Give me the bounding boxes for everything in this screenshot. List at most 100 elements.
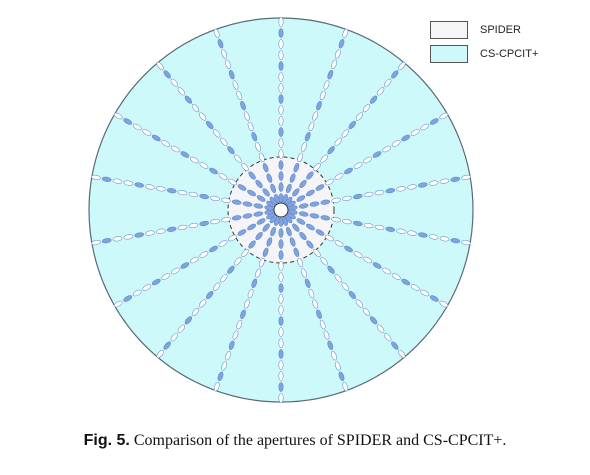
lenslet	[225, 351, 231, 361]
lenslet	[331, 59, 337, 69]
lenslet	[248, 171, 256, 180]
lenslet	[134, 182, 144, 188]
lenslet	[184, 95, 193, 104]
lenslet	[428, 180, 439, 186]
lenslet	[461, 240, 471, 246]
lenslet	[334, 49, 341, 59]
lenslet	[439, 236, 450, 242]
lenslet	[428, 234, 439, 240]
lenslet	[353, 251, 363, 258]
lenslet	[334, 274, 342, 283]
lenslet	[177, 224, 188, 230]
lenslet	[376, 87, 385, 96]
lenslet	[156, 186, 166, 192]
lenslet	[391, 273, 401, 280]
lenslet	[278, 393, 284, 403]
lenslet	[191, 307, 200, 316]
lenslet	[320, 215, 331, 221]
lenslet	[313, 248, 321, 257]
lenslet	[241, 248, 249, 257]
lenslet	[253, 211, 264, 217]
lenslet	[170, 333, 178, 342]
lenslet	[278, 360, 284, 370]
lenslet	[278, 250, 284, 260]
lenslet	[338, 371, 345, 381]
lenslet	[210, 219, 220, 225]
lenslet	[396, 186, 406, 192]
lenslet	[199, 220, 209, 227]
lenslet	[278, 17, 284, 27]
figure-number: Fig. 5.	[83, 432, 130, 449]
lenslet	[384, 333, 392, 342]
lenslet	[396, 228, 406, 234]
lenslet	[369, 95, 378, 104]
lenslet	[262, 188, 270, 197]
lenslet	[177, 87, 186, 96]
lenslet	[384, 78, 392, 87]
lenslet	[355, 112, 364, 121]
lenslet	[293, 163, 300, 173]
lenslet	[323, 80, 330, 90]
lenslet	[331, 197, 341, 203]
lenslet	[177, 324, 186, 333]
lenslet	[227, 265, 235, 274]
lenslet	[278, 61, 284, 71]
lenslet	[315, 184, 325, 191]
lenslet	[91, 240, 101, 246]
lenslet	[278, 338, 284, 348]
lenslet	[232, 80, 239, 90]
lenslet	[166, 226, 177, 232]
lenslet	[132, 289, 142, 297]
lenslet	[256, 218, 266, 225]
lenslet	[242, 201, 253, 207]
lenslet	[334, 240, 344, 247]
lenslet	[313, 163, 321, 172]
lenslet	[450, 176, 461, 182]
lenslet	[299, 231, 307, 241]
lenslet	[312, 299, 319, 309]
lenslet	[256, 195, 266, 202]
lenslet	[385, 188, 396, 194]
lenslet	[306, 240, 314, 249]
lenslet	[363, 191, 374, 198]
lenslet	[156, 228, 166, 234]
lenslet	[278, 294, 284, 304]
lenslet	[170, 78, 178, 87]
lenslet	[112, 236, 123, 242]
lenslet	[362, 307, 371, 316]
lenslet	[292, 223, 300, 232]
lenslet	[156, 61, 164, 71]
lenslet	[217, 39, 224, 49]
lenslet	[262, 163, 269, 173]
lenslet	[278, 50, 284, 60]
lenslet	[363, 222, 374, 229]
lenslet	[278, 327, 284, 337]
lenslet	[278, 83, 284, 93]
lenslet	[278, 138, 284, 148]
lenslet	[266, 173, 273, 183]
lenslet	[316, 309, 322, 319]
lenslet	[218, 240, 228, 247]
lenslet	[341, 129, 349, 138]
lenslet	[213, 129, 221, 138]
lenslet	[323, 330, 330, 340]
lenslet	[236, 319, 243, 330]
lenslet	[221, 49, 228, 59]
lenslet	[353, 193, 363, 200]
lenslet	[217, 371, 224, 381]
lenslet	[161, 140, 171, 147]
lenslet	[278, 272, 284, 282]
lenslet	[342, 28, 349, 38]
lenslet	[391, 70, 399, 79]
lenslet	[270, 226, 276, 237]
lenslet	[319, 319, 326, 330]
lenslet	[316, 101, 322, 111]
lenslet	[209, 245, 218, 253]
lenslet	[247, 189, 256, 197]
lenslet	[262, 223, 270, 232]
lenslet	[278, 228, 284, 238]
lenslet	[221, 217, 231, 223]
caption-text: Comparison of the apertures of SPIDER an…	[133, 432, 507, 449]
lenslet	[289, 173, 296, 183]
lenslet	[355, 299, 364, 308]
